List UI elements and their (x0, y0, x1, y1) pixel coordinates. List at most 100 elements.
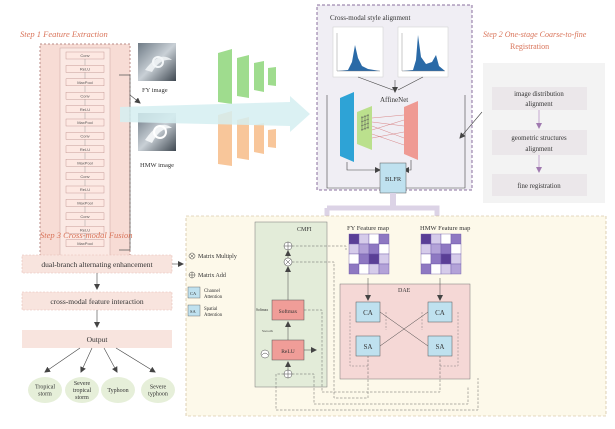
feature-map-cell (348, 253, 360, 265)
cnn-layer-stack: ConvReLUMaxPoolConvReLUMaxPoolConvReLUMa… (65, 51, 105, 247)
cnn-layer-label: Conv (80, 53, 89, 58)
legend: Matrix Multiply Matrix Add CA Channel At… (187, 252, 237, 318)
legend-multiply: Matrix Multiply (198, 254, 237, 260)
grid-warp-icon (360, 114, 370, 131)
cnn-layer-label: Conv (80, 134, 89, 139)
stage-fine-registration (492, 174, 587, 196)
storm-class-ellipse (65, 377, 99, 403)
green-feature-block (357, 106, 372, 150)
feature-map-cell (440, 233, 452, 245)
dae-title: DAE (398, 288, 411, 294)
feature-map-cell (420, 263, 432, 275)
feature-map-cell (348, 243, 360, 255)
stage2-line1: geometric structures (511, 135, 567, 142)
cnn-layer-label: Conv (80, 214, 89, 219)
feature-map-cell (450, 243, 462, 255)
legend-ca-abbr: CA (190, 291, 197, 296)
legend-add: Matrix Add (198, 273, 226, 279)
feature-map-cell (430, 233, 442, 245)
feature-map-cell (378, 233, 390, 245)
cmfi-softmax-label: Softmax (279, 308, 298, 315)
storm-class-label: Severe (74, 381, 91, 387)
blfr-label: BLFR (385, 176, 402, 183)
stage-geometric-alignment (492, 130, 587, 155)
step2-title-line1: Step 2 One-stage Coarse-to-fine (483, 30, 587, 39)
storm-class-ellipse (101, 377, 135, 403)
cnn-layer-label: Conv (80, 174, 89, 179)
feature-map-cell (378, 253, 390, 265)
feature-map-cell (368, 243, 380, 255)
step2-registration: Step 2 One-stage Coarse-to-fine Registra… (459, 30, 605, 203)
legend-sa-swatch (187, 304, 201, 317)
stage3-label: fine registration (517, 183, 561, 190)
step2-title-line2: Registration (510, 42, 549, 51)
legend-ca-swatch (187, 286, 201, 299)
feature-map-cell (450, 263, 462, 275)
feature-map-cell (358, 243, 370, 255)
cmfi-tiny-caption: Swooth (262, 329, 273, 333)
storm-class-label: Typhoon (107, 388, 128, 394)
feature-map-cell (358, 253, 370, 265)
legend-ca-line2: Attention (204, 295, 223, 300)
feature-map-cell (378, 263, 390, 275)
storm-class-label: Severe (150, 385, 167, 391)
cnn-layer-label: MaxPool (77, 120, 93, 125)
dae-hmw-ca-label: CA (435, 309, 445, 317)
cmfi-module: CMFI Softmax Softmax ReLU Swooth (254, 221, 328, 388)
feature-map-cell (368, 253, 380, 265)
step3-title: Step 3 Cross-modal Fusion (40, 230, 132, 240)
fy-feature-map-label: FY Feature map (347, 225, 389, 232)
legend-sa-line1: Spatial (204, 307, 218, 312)
coarse-to-fine-registration-module: Cross-modal style alignment AffineNet (316, 4, 473, 216)
blue-encoder-block (340, 92, 354, 162)
feature-map-cell (430, 263, 442, 275)
feature-map-cell (430, 253, 442, 265)
storm-class-label: tropical (73, 388, 92, 394)
storm-class-label: storm (38, 392, 52, 398)
feature-map-cell (420, 243, 432, 255)
output-label: Output (87, 335, 109, 344)
legend-sa-line2: Attention (204, 313, 223, 318)
hmw-image-label: HMW image (140, 162, 174, 169)
storm-class-ellipse (28, 377, 62, 403)
feature-map-cell (368, 263, 380, 275)
alignment-title: Cross-modal style alignment (330, 14, 411, 22)
red-output-block (404, 101, 418, 160)
feature-map-cell (440, 263, 452, 275)
hmw-feature-pyramid (218, 111, 276, 166)
feature-interaction-label: cross-modal feature interaction (50, 297, 144, 306)
feature-map-cell (358, 233, 370, 245)
feature-map-cell (420, 253, 432, 265)
cnn-layer-label: ReLU (80, 227, 90, 232)
fy-histogram (332, 26, 384, 78)
multiply-icon (188, 252, 196, 260)
legend-ca-line1: Channel (204, 289, 221, 294)
stage-distribution-alignment (492, 87, 587, 110)
legend-sa-abbr: SA (190, 309, 197, 314)
storm-class-label: storm (75, 395, 89, 401)
storm-class-label: typhoon (148, 392, 168, 398)
dual-branch-label: dual-branch alternating enhancement (41, 260, 153, 269)
fusion-panel: Matrix Multiply Matrix Add CA Channel At… (185, 215, 607, 417)
stage1-line1: image distribution (514, 91, 564, 98)
feature-map-cell (430, 243, 442, 255)
connector-bar (390, 193, 396, 208)
feature-map-cell (358, 263, 370, 275)
fy-image-label: FY image (142, 87, 168, 94)
stage2-line2: alignment (525, 146, 552, 153)
dae-panel (339, 283, 471, 380)
storm-class-ellipse (141, 377, 175, 403)
cmfi-relu-label: ReLU (281, 349, 294, 355)
cnn-layer-label: MaxPool (77, 80, 93, 85)
step1-title: Step 1 Feature Extraction (20, 29, 108, 39)
cnn-layer-label: MaxPool (77, 160, 93, 165)
cnn-layer-label: MaxPool (77, 201, 93, 206)
feature-map-cell (368, 233, 380, 245)
cnn-layer-label: ReLU (80, 147, 90, 152)
cnn-layer-label: Conv (80, 93, 89, 98)
dae-hmw-sa-label: SA (436, 343, 445, 351)
cnn-layer-label: ReLU (80, 67, 90, 72)
cnn-layer-label: MaxPool (77, 241, 93, 246)
storm-class-label: Tropical (35, 385, 55, 391)
